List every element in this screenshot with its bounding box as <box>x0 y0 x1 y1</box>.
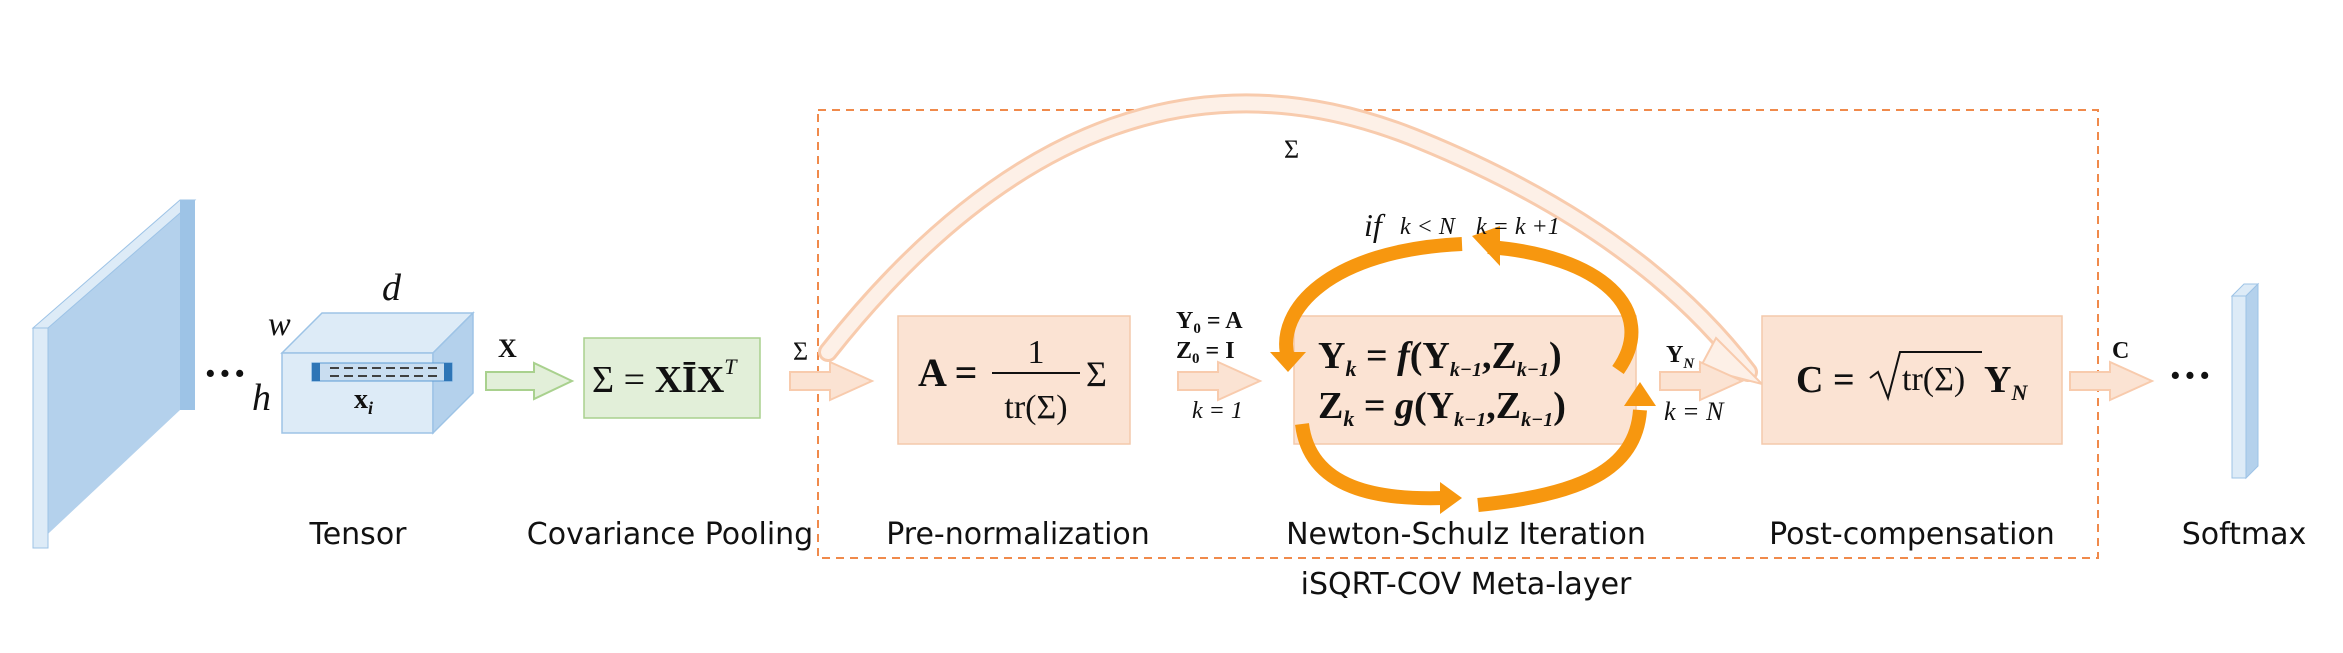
dots-left: ··· <box>203 349 247 398</box>
skip-sigma-label: Σ <box>1284 135 1299 164</box>
tensor-cube <box>280 311 475 435</box>
ns-z-line: Zk = g(Yk−1,Zk−1) <box>1318 385 1566 431</box>
init-z0: Z0 = I <box>1176 338 1235 367</box>
label-ns-iter: Newton-Schulz Iteration <box>1286 517 1646 552</box>
cov-formula: Σ = XĪXT <box>592 354 738 401</box>
prenorm-num: 1 <box>1028 334 1045 371</box>
arrow-yn-label: YN <box>1666 342 1695 372</box>
label-softmax: Softmax <box>2182 517 2307 552</box>
init-k1: k = 1 <box>1192 398 1243 424</box>
arrow-init <box>1177 360 1263 402</box>
arrow-c-label: C <box>2112 338 2129 364</box>
label-cov-pool: Covariance Pooling <box>527 517 813 552</box>
ns-loop-arrows <box>1270 226 1656 514</box>
tensor-h-label: h <box>252 377 271 419</box>
input-feature-map <box>31 199 197 549</box>
arrow-k-eq-n: k = N <box>1664 397 1725 426</box>
init-y0: Y0 = A <box>1176 308 1243 337</box>
tensor-xi-label: xi <box>354 384 373 418</box>
softmax-bar <box>2230 282 2260 480</box>
post-sqrt-sign <box>1869 351 1982 402</box>
skip-arrow-sigma <box>818 93 1766 386</box>
label-prenorm: Pre-normalization <box>886 517 1150 552</box>
ns-y-line: Yk = f(Yk−1,Zk−1) <box>1318 335 1562 381</box>
cov-pool-box <box>583 337 761 419</box>
arrow-yn <box>1659 360 1745 402</box>
prenorm-lhs: A = <box>918 350 977 395</box>
arrow-sigma-in-label: Σ <box>793 337 808 366</box>
tensor-w-label: w <box>268 306 291 343</box>
dots-right: ··· <box>2168 351 2212 400</box>
ns-box <box>1293 315 1637 445</box>
post-lhs: C = <box>1796 359 1855 401</box>
loop-if: if <box>1364 207 1386 243</box>
arrow-c <box>2069 360 2155 402</box>
label-post-comp: Post-compensation <box>1769 517 2055 552</box>
arrow-sigma-in <box>789 360 875 402</box>
post-tr: tr(Σ) <box>1902 361 1965 398</box>
meta-layer-boundary <box>817 109 2099 559</box>
tensor-d-label: d <box>382 267 402 309</box>
post-box <box>1761 315 2063 445</box>
prenorm-box <box>897 315 1131 445</box>
prenorm-den: tr(Σ) <box>1004 389 1067 426</box>
label-meta-layer: iSQRT-COV Meta-layer <box>1301 567 1632 602</box>
loop-update: k = k +1 <box>1476 214 1560 240</box>
label-tensor: Tensor <box>308 517 407 552</box>
arrow-x <box>485 361 575 401</box>
loop-cond: k < N <box>1400 214 1457 240</box>
prenorm-sigma: Σ <box>1086 354 1107 394</box>
post-yn: YN <box>1984 359 2028 405</box>
arrow-x-label: X <box>498 334 517 363</box>
